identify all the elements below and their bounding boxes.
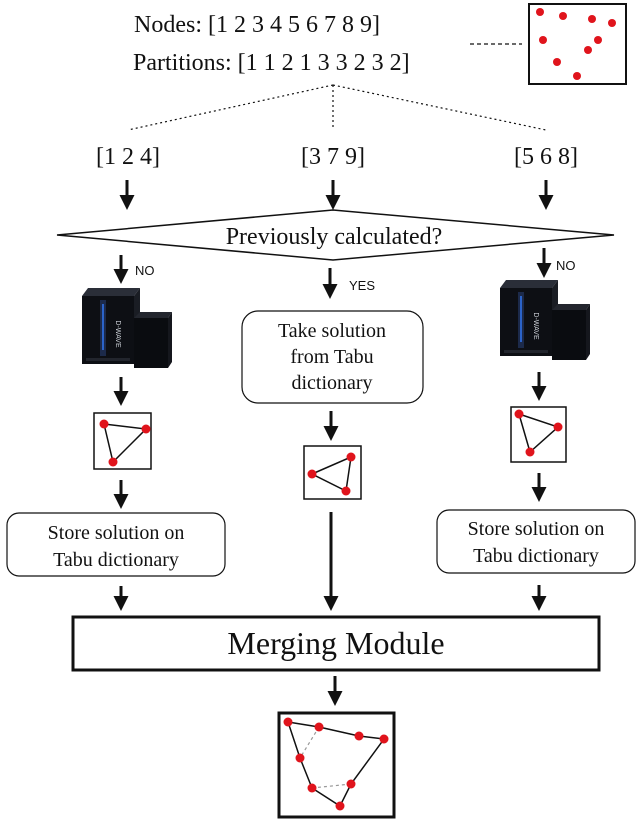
dwave-brand-label: D-WAVE (532, 312, 539, 340)
merging-module-box (71, 615, 601, 672)
input-nodes-box (528, 3, 627, 85)
fanout-line-left (127, 84, 334, 131)
merged-solution-frame (277, 711, 396, 819)
node-point (588, 15, 596, 23)
subgraph-node (108, 457, 118, 467)
node-point (559, 12, 567, 20)
merged-node (379, 734, 389, 744)
middle-yes-label: YES (349, 278, 375, 293)
partitions-label: Partitions: [1 1 2 1 3 3 2 3 2] (133, 50, 410, 76)
nodes-label: Nodes: [1 2 3 4 5 6 7 8 9] (134, 12, 380, 38)
subgraph-node (141, 424, 151, 434)
store-right-line2: Tabu dictionary (473, 545, 599, 567)
node-point (539, 36, 547, 44)
merged-node (295, 753, 305, 763)
dashed-link (299, 726, 320, 759)
store-box-left (6, 512, 226, 577)
partition-label-2: [3 7 9] (301, 144, 365, 170)
merged-node (346, 779, 356, 789)
subgraph-route-right (517, 412, 560, 454)
dashed-link (311, 783, 352, 789)
merged-node (283, 717, 293, 727)
decision-diamond (56, 209, 615, 261)
merging-module-label: Merging Module (227, 625, 444, 661)
take-line3: dictionary (291, 372, 372, 394)
right-no-label: NO (556, 258, 576, 273)
quantum-computer-left: D-WAVE (82, 288, 172, 368)
subgraph-route-middle (310, 455, 352, 493)
subgraph-node (514, 409, 524, 419)
merged-node (354, 731, 364, 741)
dwave-brand-label: D-WAVE (114, 320, 121, 348)
subgraph-node (99, 419, 109, 429)
merged-node (335, 801, 345, 811)
take-line2: from Tabu (290, 346, 373, 368)
partition-label-1: [1 2 4] (96, 144, 160, 170)
subgraph-node (307, 469, 317, 479)
subgraph-solution-left (93, 412, 152, 470)
store-left-line2: Tabu dictionary (53, 549, 179, 571)
subgraph-solution-right (510, 406, 567, 463)
input-nodes-frame (528, 3, 627, 85)
node-point (608, 19, 616, 27)
node-point (573, 72, 581, 80)
store-right-line1: Store solution on (468, 518, 605, 540)
take-solution-box (241, 310, 424, 404)
node-point (594, 36, 602, 44)
quantum-computer-right: D-WAVE (500, 280, 590, 360)
partition-label-3: [5 6 8] (514, 144, 578, 170)
store-left-line1: Store solution on (48, 522, 185, 544)
fanout-line-right (332, 84, 547, 131)
subgraph-solution-middle (303, 445, 362, 500)
decision-label: Previously calculated? (226, 224, 443, 250)
subgraph-node (346, 452, 356, 462)
subgraph-route-left (103, 423, 148, 464)
merged-node (307, 783, 317, 793)
merged-solution (277, 711, 396, 819)
store-box-right (436, 509, 636, 574)
left-no-label: NO (135, 263, 155, 278)
subgraph-node (553, 422, 563, 432)
take-line1: Take solution (278, 320, 386, 342)
node-point (584, 46, 592, 54)
subgraph-node (525, 447, 535, 457)
node-point (536, 8, 544, 16)
node-point (553, 58, 561, 66)
subgraph-node (341, 486, 351, 496)
merged-node (314, 722, 324, 732)
